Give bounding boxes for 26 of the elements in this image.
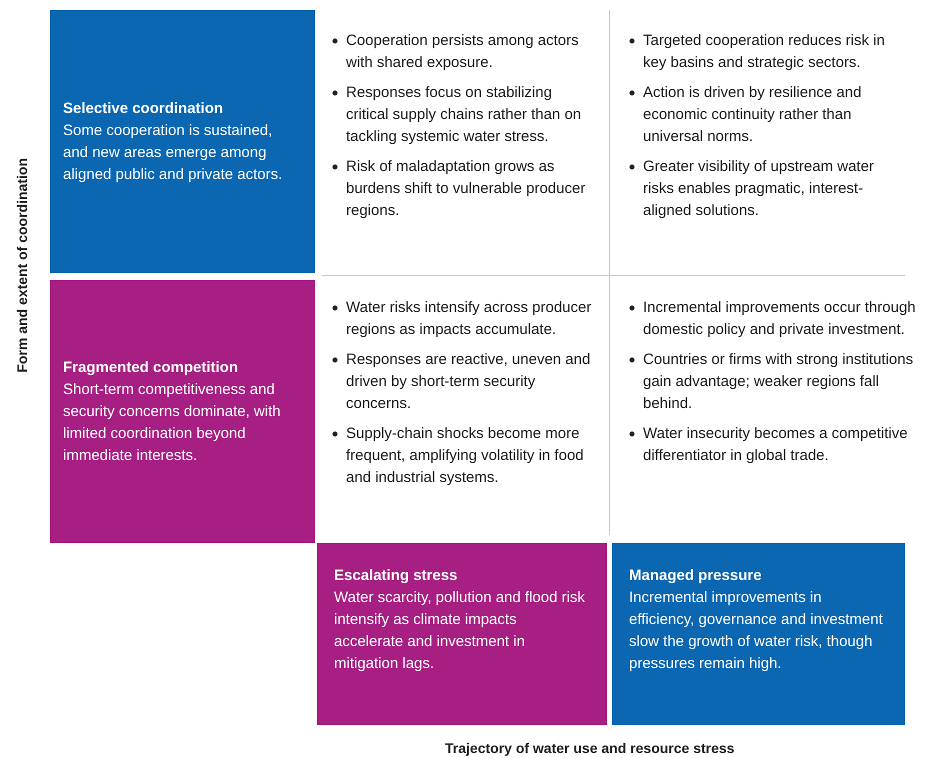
bullet-text: Incremental improvements occur through domestic policy and private investment. (643, 299, 916, 338)
quadrant-heading: Fragmented competition (63, 358, 240, 378)
quadrant-description: Some cooperation is sustained, and new areas emerge among aligned public and private actors. (63, 120, 284, 184)
quadrant-heading: Selective coordination (63, 98, 224, 118)
bullet-text: Water insecurity becomes a competitive differentiator in global trade. (643, 425, 908, 464)
axis-label: Trajectory of water use and resource stress (445, 740, 734, 756)
bullet-text: Targeted cooperation reduces risk in key basins and strategic sectors. (643, 32, 885, 71)
bullet-text: Supply-chain shocks become more frequent, amplifying volatility in food and industrial systems. (346, 425, 584, 486)
bullet-text: Action is driven by resilience and economic continuity rather than universal norms. (643, 84, 862, 145)
quadrant-box (50, 10, 315, 273)
quadrant-heading: Escalating stress (334, 566, 458, 586)
bullet-text: Risk of maladaptation grows as burdens shift to vulnerable producer regions. (346, 158, 586, 219)
bullet-text: Cooperation persists among actors with shared exposure. (346, 32, 579, 71)
quadrant-heading: Managed pressure (629, 566, 763, 586)
quadrant-box (50, 280, 315, 543)
quadrant-description: Incremental improvements in efficiency, governance and investment slow the growth of water risk, though pressures remain high. (629, 588, 884, 674)
bullet-text: Water risks intensify across producer regions as impacts accumulate. (346, 299, 592, 338)
bullet-text: Countries or firms with strong institutions gain advantage; weaker regions fall behind. (643, 351, 914, 412)
bullet-text: Responses are reactive, uneven and driven by short-term security concerns. (346, 351, 590, 412)
quadrant-description: Water scarcity, pollution and flood risk intensify as climate impacts accelerate and investment in mitigation lags. (334, 588, 586, 674)
quadrant-box (317, 543, 607, 725)
axis-label: Form and extent of coordination (14, 158, 30, 373)
bullet-text: Greater visibility of upstream water risks enables pragmatic, interest-aligned solutions. (643, 158, 874, 219)
bullet-text: Responses focus on stabilizing critical supply chains rather than on tackling systemic water stress. (346, 84, 582, 145)
quadrant-description: Short-term competitiveness and security concerns dominate, with limited coordination beyond immediate interests. (63, 380, 282, 466)
quadrant-box (612, 543, 905, 725)
